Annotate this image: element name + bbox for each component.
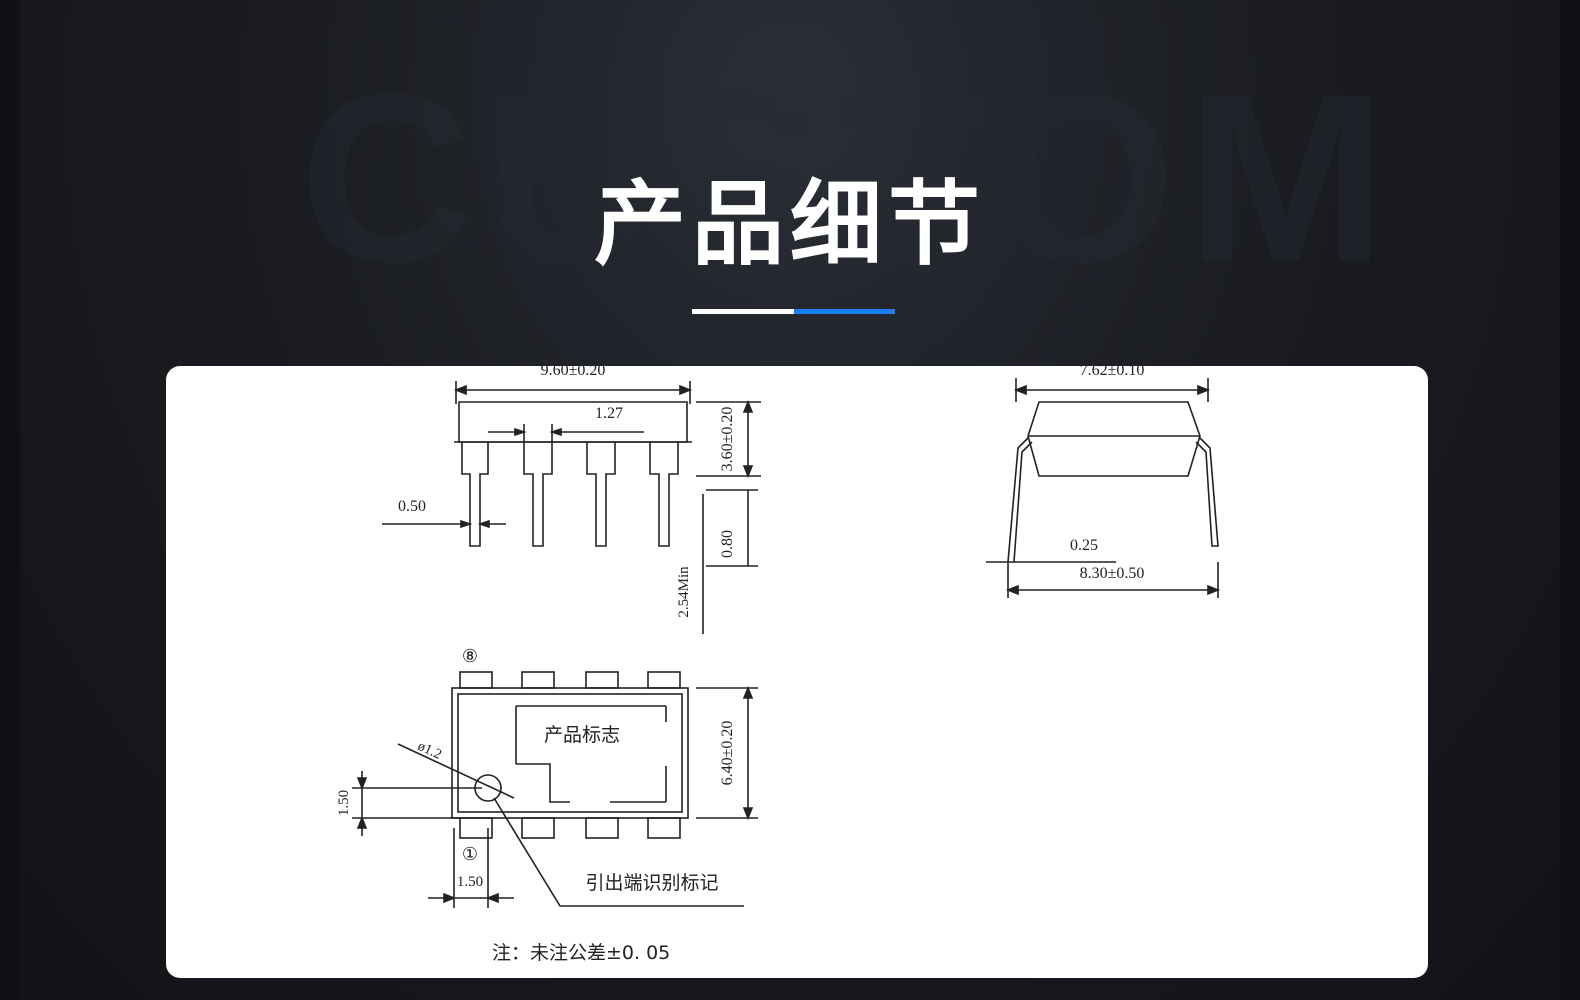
dim-lead-thickness-label: 0.25	[1070, 537, 1098, 554]
top-lower-pins	[459, 817, 681, 839]
pin1-mark-label: 引出端识别标记	[585, 872, 718, 894]
side-lead-left	[1007, 437, 1033, 563]
dim-arrows	[1005, 584, 1221, 596]
dim-arrows	[742, 399, 754, 479]
top-upper-pins	[459, 671, 681, 689]
package-drawing: 9.60±0.20 1.27 0.50	[336, 366, 1221, 964]
pin-1-label: ①	[462, 844, 478, 865]
underline-white-segment	[692, 309, 794, 314]
dim-height-label: 3.60±0.20	[719, 407, 736, 472]
dim-body-width-label: 7.62±0.10	[1080, 366, 1145, 379]
dim-pin-width-label: 0.50	[398, 498, 426, 515]
dim-row-spacing-label: 8.30±0.50	[1080, 565, 1145, 582]
dim-arrows	[460, 519, 490, 529]
dim-pin1-offset-x-label: 1.50	[457, 874, 483, 890]
dim-lead-length-label: 2.54Min	[676, 566, 692, 618]
top-view: ⑧ 产品标志	[336, 646, 758, 908]
front-body	[458, 401, 688, 443]
front-view: 9.60±0.20 1.27 0.50	[382, 366, 761, 634]
dim-standoff-label: 0.80	[719, 530, 736, 558]
dim-arrows	[514, 427, 562, 437]
dim-body-length-label: 6.40±0.20	[719, 721, 736, 786]
dim-pitch-label: 1.27	[595, 405, 623, 422]
tolerance-note: 注：未注公差±0. 05	[492, 942, 670, 964]
title-underline	[692, 309, 895, 314]
background-watermark: CUSTOM	[300, 44, 1396, 312]
dim-arrows	[453, 384, 693, 396]
dim-arrows	[356, 777, 368, 829]
page-title: 产品细节	[593, 171, 986, 278]
front-pins	[461, 442, 679, 547]
dim-width-label: 9.60±0.20	[541, 366, 606, 379]
top-body-inner	[457, 693, 683, 813]
pin1-mark-leader	[493, 797, 744, 907]
dim-line-dot-diameter	[397, 743, 515, 799]
side-view: 7.62±0.10 0.25 8.30±0.50	[986, 366, 1221, 598]
dim-pin1-offset-y-label: 1.50	[336, 790, 352, 816]
side-body	[1027, 401, 1201, 477]
pin-8-label: ⑧	[462, 646, 478, 667]
diagram-card: 9.60±0.20 1.27 0.50	[166, 366, 1428, 978]
underline-blue-segment	[794, 309, 895, 314]
side-lead-right	[1195, 437, 1219, 547]
dim-arrows	[1013, 384, 1211, 396]
marking-region-outline	[515, 705, 666, 803]
dim-arrows	[742, 685, 754, 821]
right-edge-band	[1560, 0, 1580, 1000]
left-edge-band	[0, 0, 20, 1000]
dim-arrows	[443, 892, 499, 904]
top-body-outer	[451, 687, 689, 819]
product-marking-label: 产品标志	[544, 724, 620, 746]
